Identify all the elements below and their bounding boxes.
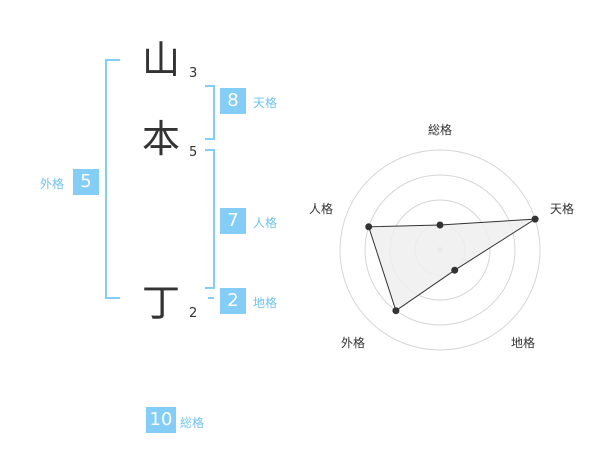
name-char-3: 丁 xyxy=(142,281,181,325)
radar-point-外格 xyxy=(392,307,400,315)
radar-point-人格 xyxy=(365,223,373,231)
radar-point-総格 xyxy=(436,221,444,229)
radar-ring xyxy=(364,174,516,326)
stroke-count-1: 3 xyxy=(189,66,198,81)
fortune-radar-chart xyxy=(339,149,541,351)
name-char-2: 本 xyxy=(142,117,181,161)
chikaku-value: 2 xyxy=(220,288,246,314)
soukaku-value: 10 xyxy=(146,407,176,433)
name-brackets xyxy=(105,59,215,299)
radar-axis-label-tenkaku: 天格 xyxy=(550,202,575,216)
stroke-count-2: 5 xyxy=(189,145,198,160)
tenkaku-label: 天格 xyxy=(253,96,278,110)
tenkaku-bracket xyxy=(205,85,215,140)
soukaku-label: 総格 xyxy=(180,416,205,430)
tenkaku-value: 8 xyxy=(220,88,246,114)
chikaku-label: 地格 xyxy=(253,296,278,310)
gaikaku-bracket xyxy=(105,59,120,299)
name-char-1: 山 xyxy=(142,38,181,82)
radar-axis-label-soukaku: 総格 xyxy=(428,123,453,137)
radar-point-地格 xyxy=(451,266,459,274)
radar-axis-label-gaikaku: 外格 xyxy=(341,336,366,350)
jinkaku-label: 人格 xyxy=(253,216,278,230)
stroke-count-3: 2 xyxy=(189,306,198,321)
radar-axis-label-chikaku: 地格 xyxy=(511,336,536,350)
radar-point-天格 xyxy=(531,215,539,223)
radar-ring xyxy=(339,149,541,351)
jinkaku-bracket xyxy=(205,149,215,289)
jinkaku-value: 7 xyxy=(220,208,246,234)
gaikaku-value: 5 xyxy=(73,169,99,195)
gaikaku-label: 外格 xyxy=(40,177,65,191)
radar-axis-label-jinkaku: 人格 xyxy=(309,202,334,216)
radar-series-polygon xyxy=(368,218,536,312)
